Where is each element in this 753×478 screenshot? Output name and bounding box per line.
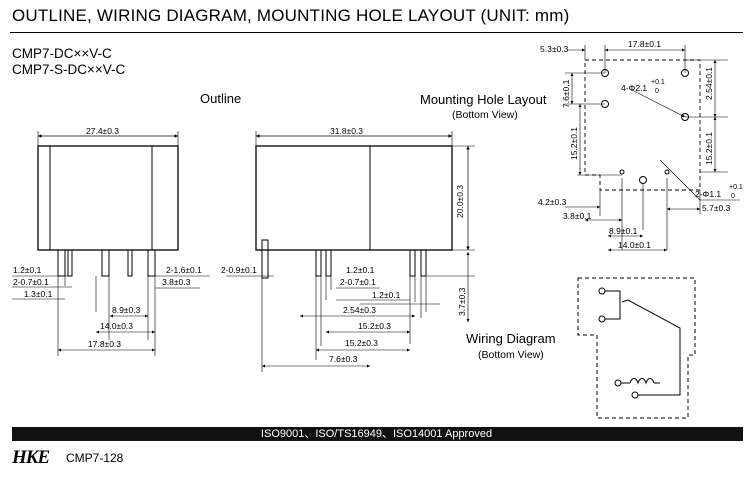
side-body (255, 145, 453, 251)
dim-side-d8: 7.6±0.3 (329, 354, 358, 364)
dim-side-d4: 1.2±0.1 (372, 290, 401, 300)
drawing-stroke (605, 290, 621, 320)
contact-nc (598, 287, 606, 295)
drawing-stroke (57, 249, 66, 277)
drawing-stroke (101, 249, 110, 277)
dim-hole-right-v: 2.54±0.1 (704, 67, 714, 100)
model-name-1: CMP7-DC××V-C (12, 46, 112, 61)
dim-hole-right-v2: 15.2±0.1 (704, 132, 714, 165)
dim-hole-d1: 4.2±0.3 (538, 197, 567, 207)
dim-side-pin-len-label: 3.7±0.3 (457, 287, 467, 316)
dim-hole-top-width: 17.8±0.1 (628, 39, 661, 49)
drawing-stroke (664, 169, 670, 175)
dim-side-d1: 2-0.9±0.1 (221, 265, 257, 275)
dim-hole-d4: 8.9±0.1 (609, 226, 638, 236)
dim-hole-v1: 7.6±0.1 (561, 79, 571, 108)
drawing-stroke (409, 249, 416, 277)
drawing-stroke (127, 249, 133, 277)
footer-approval: ISO9001、ISO/TS16949、ISO14001 Approved (260, 428, 493, 440)
mounting-label: Mounting Hole Layout (420, 92, 547, 107)
drawing-stroke (147, 249, 156, 277)
dim-hole-big-tol: +0.1 (651, 79, 665, 86)
wiring-diagram (577, 277, 696, 419)
drawing-stroke (226, 131, 475, 372)
dim-side-d2: 1.2±0.1 (346, 265, 375, 275)
dim-hole-top-left: 5.3±0.3 (540, 44, 569, 54)
drawing-stroke (627, 299, 681, 396)
dim-front-d5: 3.8±0.3 (162, 277, 191, 287)
dim-hole-big-tol2: 0 (655, 88, 659, 95)
drawing-stroke (315, 249, 322, 277)
dim-hole-small-tol: +0.1 (729, 184, 743, 191)
front-pins (57, 249, 156, 277)
dim-side-d6: 15.2±0.3 (358, 321, 391, 331)
drawing-stroke (12, 275, 210, 356)
contact-no (598, 315, 606, 323)
dim-hole-left-v: 15.2±0.1 (569, 127, 579, 160)
coil-terminal-1 (614, 379, 622, 387)
front-view (12, 131, 210, 356)
mounting-hole-layout (565, 45, 740, 252)
drawing-stroke (67, 249, 73, 277)
dim-front-d1: 1.2±0.1 (13, 265, 42, 275)
dim-side-height-label: 20.0±0.3 (455, 185, 465, 218)
relay-outline-dashed (584, 59, 701, 191)
side-pins (261, 239, 427, 279)
drawing-stroke (619, 169, 625, 175)
dim-hole-small: 2-Φ1.1 (695, 189, 721, 199)
side-view (226, 131, 475, 372)
model-name-2: CMP7-S-DC××V-C (12, 62, 126, 77)
drawing-stroke (420, 249, 427, 277)
drawing-stroke (639, 176, 647, 184)
switch-arm (621, 299, 629, 303)
doc-code: CMP7-128 (66, 451, 124, 465)
coil-winding (629, 378, 655, 385)
dim-hole-d3: 3.8±0.1 (563, 211, 592, 221)
front-body (37, 145, 179, 251)
drawing-stroke (325, 249, 332, 277)
dim-front-d2: 2-0.7±0.1 (13, 277, 49, 287)
dim-front-d7: 14.0±0.3 (100, 321, 133, 331)
brand-logo: HKE (12, 447, 50, 468)
dim-hole-small-tol2: 0 (731, 193, 735, 200)
drawing-stroke (659, 159, 701, 201)
wiring-outline-dashed (577, 277, 696, 419)
mounting-sublabel: (Bottom View) (452, 109, 518, 121)
dim-side-d7: 15.2±0.3 (345, 338, 378, 348)
coil-terminal-2 (631, 391, 639, 399)
title-rule (10, 32, 743, 33)
outline-label: Outline (200, 91, 242, 106)
drawing-stroke (631, 89, 686, 118)
dim-front-d3: 1.3±0.1 (24, 289, 53, 299)
dim-side-d5: 2.54±0.3 (343, 305, 376, 315)
dim-side-width-label: 31.8±0.3 (330, 126, 363, 136)
drawing-stroke (261, 239, 269, 279)
dim-front-d8: 17.8±0.3 (88, 339, 121, 349)
wiring-label: Wiring Diagram (466, 331, 556, 346)
wiring-sublabel: (Bottom View) (478, 349, 544, 361)
dim-hole-big: 4-Φ2.1 (621, 83, 647, 93)
dim-front-d4: 2-1.6±0.1 (166, 265, 202, 275)
drawing-stroke (565, 45, 740, 252)
dim-front-d6: 8.9±0.3 (112, 305, 141, 315)
dim-hole-d5: 14.0±0.1 (618, 240, 651, 250)
dim-hole-d2: 5.7±0.3 (702, 203, 731, 213)
dim-side-d3: 2-0.7±0.1 (340, 277, 376, 287)
footer-bar (12, 427, 743, 441)
page-title: OUTLINE, WIRING DIAGRAM, MOUNTING HOLE L… (12, 6, 570, 25)
dim-front-width-label: 27.4±0.3 (86, 126, 119, 136)
